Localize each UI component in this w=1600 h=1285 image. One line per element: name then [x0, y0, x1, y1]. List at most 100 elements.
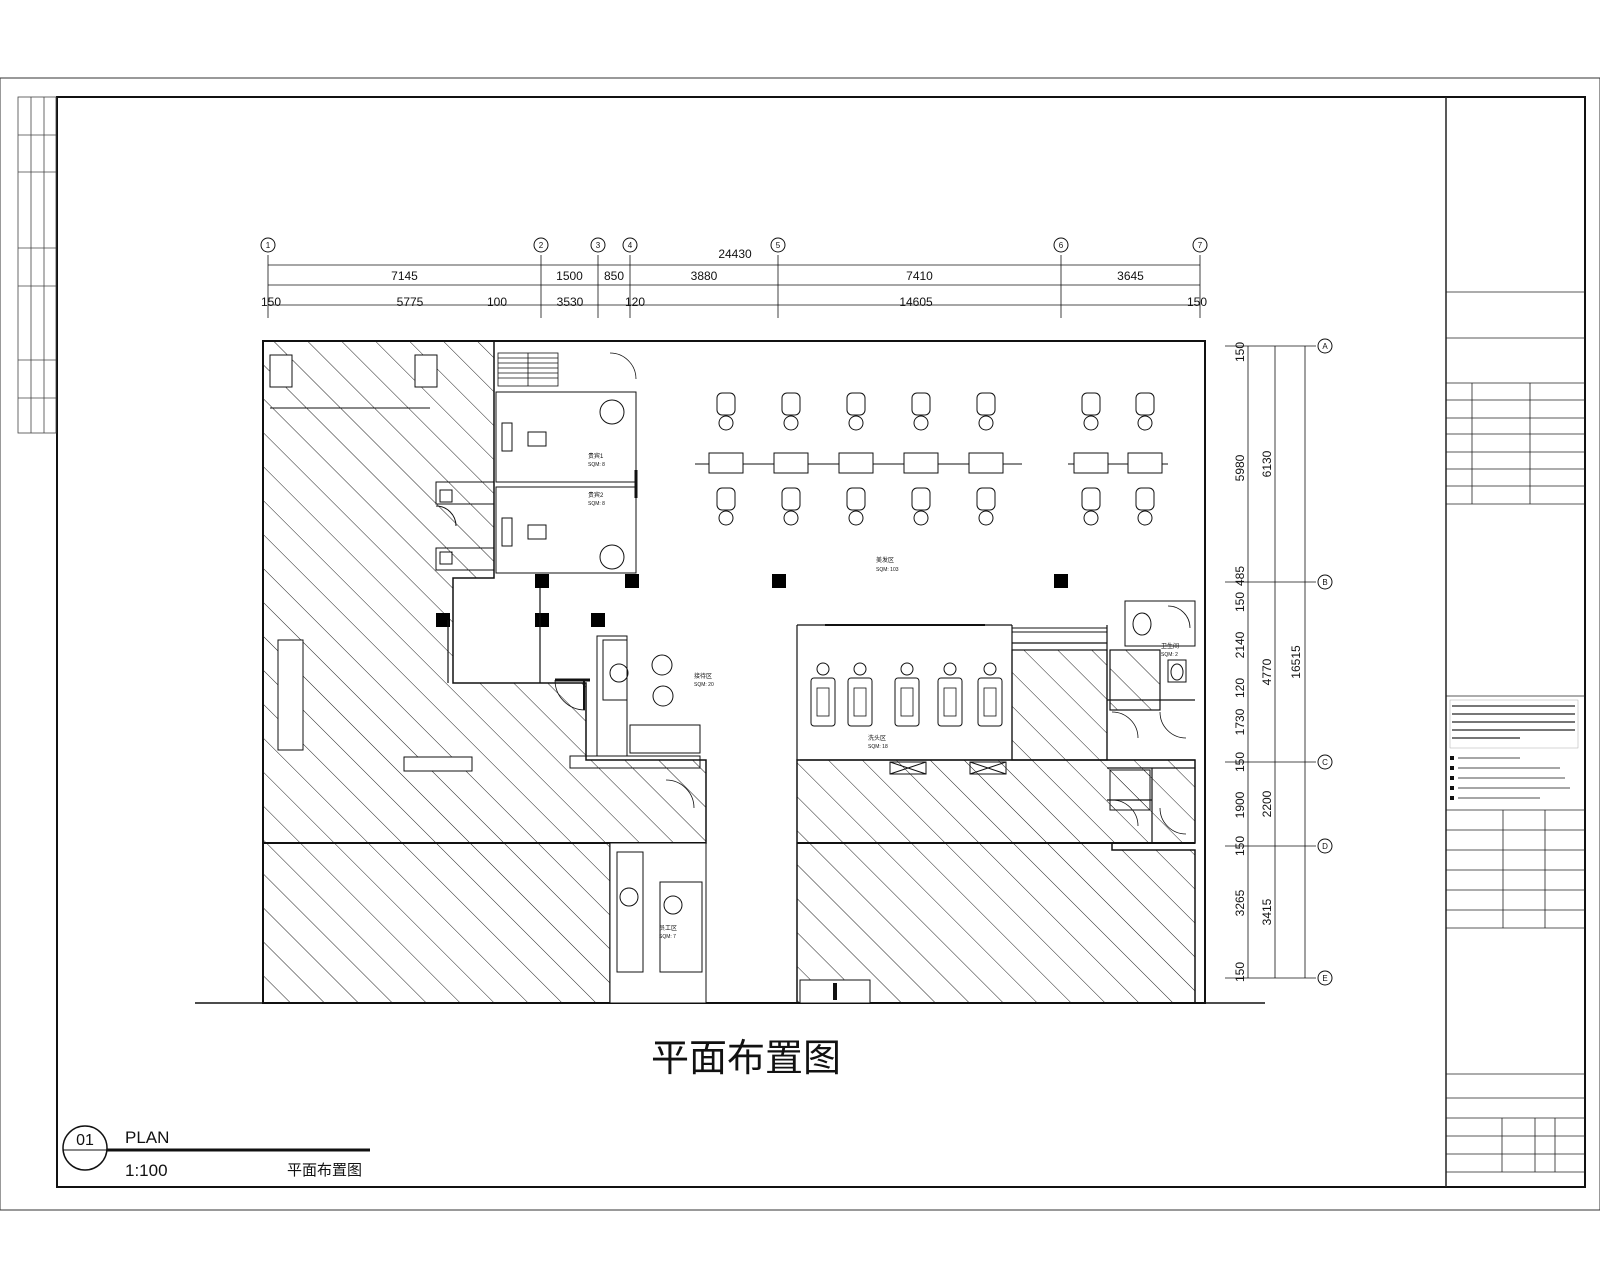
wash-bed: [937, 662, 963, 727]
column-grid-number: 2: [539, 241, 544, 250]
styling-station: [968, 392, 1004, 526]
column-grid-marker: 7: [1192, 237, 1208, 253]
column-grid-marker: 3: [590, 237, 606, 253]
wash-area-features: [825, 624, 1107, 775]
dimension-row1: 850: [604, 269, 624, 283]
row-grid-marker: C: [1317, 754, 1333, 770]
styling-station: [773, 392, 809, 526]
dimension-vertical-inner: 1730: [1233, 708, 1247, 735]
column-grid-number: 1: [266, 241, 271, 250]
dimension-vertical-middle: 6130: [1260, 450, 1274, 477]
row-grid-letter: E: [1322, 974, 1327, 983]
row-grid-marker: B: [1317, 574, 1333, 590]
column-grid-marker: 4: [622, 237, 638, 253]
dimension-row2: 14605: [899, 295, 933, 309]
door-swings: [554, 605, 1191, 835]
vip-rooms: [435, 391, 638, 574]
bottom-stair: [799, 979, 871, 1004]
overall-width-dimension: 24430: [718, 247, 752, 261]
dimension-row1: 3645: [1117, 269, 1144, 283]
row-grid-marker: D: [1317, 838, 1333, 854]
column-grid-number: 6: [1059, 241, 1064, 250]
staff-room: [609, 842, 707, 1004]
staff-room-area: SQM: 7: [659, 934, 676, 940]
vip1-area: SQM: 8: [588, 462, 605, 468]
dimension-vertical-inner: 120: [1233, 678, 1247, 698]
hatched-core-1: [1011, 649, 1108, 761]
dimension-vertical-middle: 2200: [1260, 790, 1274, 817]
styling-station: [903, 392, 939, 526]
dimension-vertical-inner: 150: [1233, 752, 1247, 772]
main-hall-area: SQM: 103: [876, 567, 899, 573]
row-grid-letter: C: [1322, 758, 1328, 767]
plan-subtitle: 平面布置图: [287, 1162, 362, 1179]
row-grid-letter: B: [1322, 578, 1327, 587]
vip2-area: SQM: 8: [588, 501, 605, 507]
outer-sheet-border: [0, 77, 1600, 1211]
plan-label: PLAN: [125, 1128, 169, 1147]
dimension-vertical-inner: 485: [1233, 566, 1247, 586]
dimension-row2: 3530: [557, 295, 584, 309]
structural-columns: [436, 574, 1068, 627]
plan-outline: [262, 340, 1206, 1004]
dimension-vertical-inner: 1900: [1233, 791, 1247, 818]
dimension-row2: 150: [1187, 295, 1207, 309]
dimension-row1: 7145: [391, 269, 418, 283]
title-block: [1445, 97, 1585, 1187]
toilet-area: SQM: 2: [1161, 652, 1178, 658]
main-hall-name: 美发区: [876, 556, 894, 564]
dimension-row1: 1500: [556, 269, 583, 283]
dimension-row2: 150: [261, 295, 281, 309]
wash-area-name: 洗头区: [868, 734, 886, 742]
hatched-core-3: [1109, 769, 1151, 811]
row-grid-marker: E: [1317, 970, 1333, 986]
column-grid-marker: 1: [260, 237, 276, 253]
dimension-vertical-inner: 5980: [1233, 454, 1247, 481]
styling-station: [1127, 392, 1163, 526]
view-number: 01: [76, 1132, 94, 1149]
styling-station: [708, 392, 744, 526]
plan-scale: 1:100: [125, 1161, 168, 1180]
main-title: 平面布置图: [651, 1038, 841, 1080]
column-grid-number: 4: [628, 241, 633, 250]
right-dimension-texts: 1505980485150214012017301501900150326515…: [1233, 342, 1303, 982]
hatched-core-2: [1109, 649, 1161, 711]
wash-bed: [977, 662, 1003, 727]
dimension-vertical-inner: 150: [1233, 962, 1247, 982]
toilet-name: 卫生间: [1161, 642, 1179, 650]
row-grid-letter: D: [1322, 842, 1328, 851]
staff-room-name: 员工区: [659, 925, 677, 932]
column-grid-markers: 1 2 3 4 5 6 7: [260, 237, 1208, 253]
plan-label-block: [62, 1125, 370, 1171]
dimension-row2: 100: [487, 295, 507, 309]
row-grid-markers: A B C D E: [1317, 338, 1333, 986]
overall-depth-dimension: 16515: [1289, 645, 1303, 679]
styling-stations: [695, 392, 1168, 526]
wash-bed: [894, 662, 920, 727]
wash-bed: [810, 662, 836, 727]
vip2-name: 贵宾2: [588, 491, 604, 499]
toilet-fixtures: [1124, 600, 1196, 683]
top-dimension-lines: [267, 255, 1201, 318]
dimension-row2: 120: [625, 295, 645, 309]
vip1-name: 贵宾1: [588, 452, 604, 460]
dimension-row1: 7410: [906, 269, 933, 283]
dimension-vertical-inner: 150: [1233, 342, 1247, 362]
column-grid-marker: 2: [533, 237, 549, 253]
dimension-row2: 5775: [397, 295, 424, 309]
column-grid-number: 3: [596, 241, 601, 250]
title-block-notes: [1449, 699, 1579, 800]
right-dimension-lines: [1225, 345, 1316, 979]
row-grid-marker: A: [1317, 338, 1333, 354]
dimension-vertical-inner: 150: [1233, 836, 1247, 856]
styling-station: [1073, 392, 1109, 526]
staircase: [497, 352, 637, 387]
row-grid-letter: A: [1322, 342, 1328, 351]
wash-area-area: SQM: 18: [868, 744, 888, 750]
column-grid-number: 5: [776, 241, 781, 250]
dimension-vertical-inner: 150: [1233, 592, 1247, 612]
wash-beds: [810, 662, 1003, 727]
